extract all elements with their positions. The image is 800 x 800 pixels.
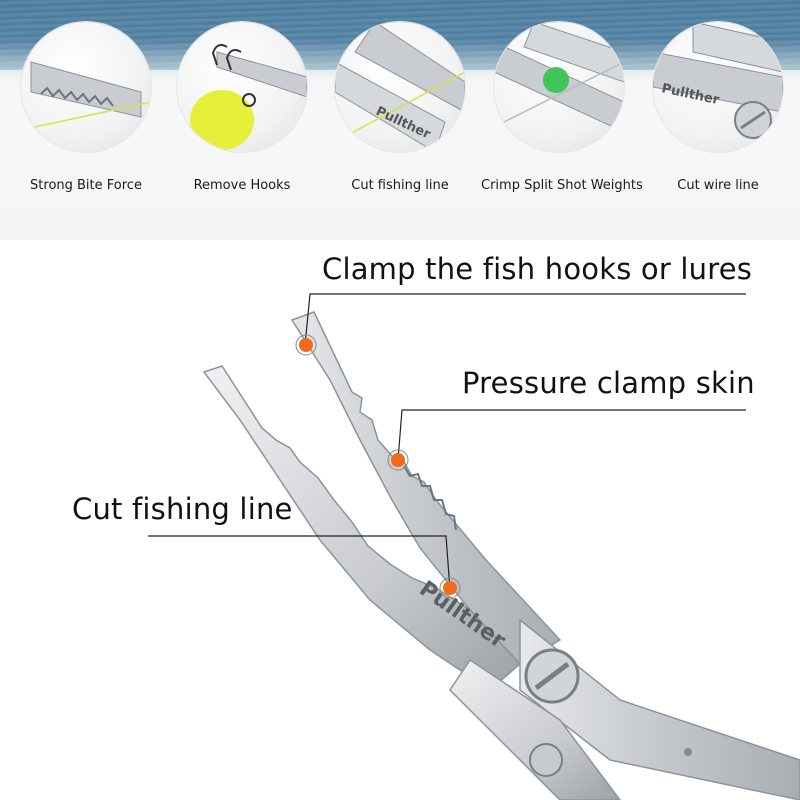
upper-handle [519,618,800,800]
feature-label: Cut wire line [677,178,759,193]
feature-crimp-split-shot: Crimp Split Shot Weights [481,22,643,193]
feature-cut-wire-line: Pullther Cut wire line [640,22,796,193]
marker-cut [439,577,461,599]
lower-jaw [202,365,522,691]
hook-lure-icon [177,22,307,152]
leader-pressure [397,409,746,461]
leader-clamp [304,293,746,346]
feature-label: Crimp Split Shot Weights [481,178,643,193]
marker-clamp [295,334,317,356]
feature-label: Strong Bite Force [30,178,142,193]
spring-pin [529,743,563,777]
jaw-teeth [403,465,457,531]
feature-label: Remove Hooks [193,178,291,193]
feature-label: Cut fishing line [351,178,449,193]
lower-handle [449,658,621,800]
callout-clamp-hooks: Clamp the fish hooks or lures [322,252,753,286]
wire-cutter-icon: Pullther [653,22,783,152]
feature-remove-hooks: Remove Hooks [164,22,320,193]
pliers-illustration: Pullther [148,293,800,800]
split-shot-icon [494,22,624,152]
feature-cut-fishing-line: Pullther Cut fishing line [322,22,478,193]
feature-banner: Strong Bite Force Remove Hooks Pullther … [0,0,800,240]
plier-jaw-teeth-icon [21,22,151,152]
marker-pressure [387,449,409,471]
callout-pressure-clamp: Pressure clamp skin [462,366,755,400]
upper-jaw [290,311,562,665]
leader-cut [148,535,451,591]
feature-strong-bite-force: Strong Bite Force [8,22,164,193]
line-cutter-icon: Pullther [335,22,465,152]
callout-cut-line: Cut fishing line [72,492,293,526]
rivet [684,748,692,756]
